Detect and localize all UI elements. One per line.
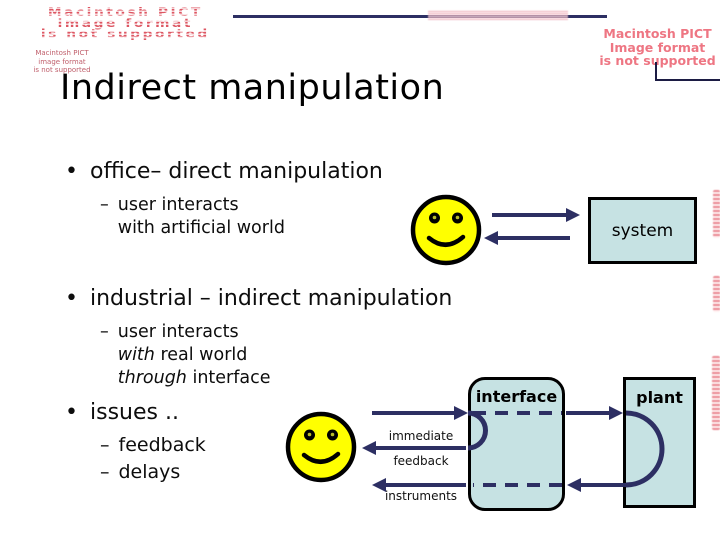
pict-error-artifact-right: Macintosh PICT Image format is not suppo… bbox=[597, 27, 718, 68]
label-immediate: immediate bbox=[388, 429, 454, 443]
sub-line: user interacts bbox=[117, 322, 239, 342]
dash-glyph: – bbox=[100, 322, 109, 342]
sub-line-rest: real world bbox=[154, 345, 248, 365]
arrowhead-left bbox=[567, 478, 581, 492]
sub-line: through interface bbox=[118, 367, 271, 390]
sub-bullet-office: – user interacts with artificial world bbox=[100, 194, 285, 240]
pict-error-line: image format bbox=[38, 57, 86, 66]
pict-error-line: Macintosh PICT bbox=[35, 49, 89, 57]
plant-box: plant bbox=[623, 377, 696, 508]
pict-error-line: Macintosh PICT bbox=[603, 26, 712, 41]
italic-word: through bbox=[117, 368, 187, 388]
label-feedback: feedback bbox=[393, 454, 449, 468]
sub-line-rest: interface bbox=[186, 368, 271, 388]
pict-error-edge-artifact bbox=[712, 356, 720, 430]
user-smiley-icon bbox=[285, 411, 357, 483]
bullet-office: • office– direct manipulation bbox=[64, 159, 383, 184]
sub-line: delays bbox=[118, 461, 181, 483]
sub-bullet-delays: – delays bbox=[100, 461, 180, 484]
sub-line: feedback bbox=[118, 434, 206, 456]
pict-error-smear bbox=[428, 10, 568, 20]
plant-box-label: plant bbox=[636, 388, 683, 407]
label-instruments: instruments bbox=[384, 489, 458, 503]
interface-box: interface bbox=[468, 377, 565, 511]
pict-error-line: is not supported bbox=[40, 27, 210, 41]
bullet-issues-label: issues .. bbox=[90, 400, 179, 425]
arrowhead-left bbox=[362, 441, 376, 455]
bullet-glyph: • bbox=[65, 159, 78, 184]
bullet-industrial-label: industrial – indirect manipulation bbox=[90, 286, 453, 311]
bullet-issues: • issues .. bbox=[64, 400, 179, 425]
dash-glyph: – bbox=[100, 434, 110, 456]
top-divider-line bbox=[233, 15, 607, 18]
dash-glyph: – bbox=[100, 461, 110, 483]
italic-word: with bbox=[117, 345, 155, 365]
arrowhead-right bbox=[609, 406, 623, 420]
sub-line: with artificial world bbox=[117, 218, 285, 238]
sub-bullet-office-lines: user interacts with artificial world bbox=[118, 194, 285, 240]
pict-error-edge-artifact bbox=[713, 276, 720, 312]
bullet-glyph: • bbox=[65, 286, 78, 311]
bullet-glyph: • bbox=[65, 400, 78, 425]
user-smiley-icon bbox=[410, 194, 482, 266]
sub-line: with real world bbox=[118, 344, 271, 367]
dash-glyph: – bbox=[100, 195, 109, 215]
sub-bullet-feedback: – feedback bbox=[100, 434, 206, 457]
pict-error-line: is not supported bbox=[599, 53, 716, 68]
clipped-frame-corner bbox=[655, 62, 720, 81]
pict-error-line: is not supported bbox=[33, 66, 91, 74]
arrowhead-right bbox=[454, 406, 468, 420]
pict-error-line: Macintosh PICT bbox=[47, 6, 203, 20]
pict-error-artifact-small: Macintosh PICT image format is not suppo… bbox=[16, 49, 108, 75]
arrowhead-right bbox=[566, 208, 580, 222]
pict-error-edge-artifact bbox=[713, 190, 720, 238]
sub-line: user interacts bbox=[117, 195, 239, 215]
pict-error-line: Image format bbox=[609, 39, 706, 55]
system-box-label: system bbox=[611, 220, 674, 241]
bullet-office-label: office– direct manipulation bbox=[90, 159, 383, 184]
sub-bullet-industrial: – user interacts with real world through… bbox=[100, 321, 271, 390]
sub-bullet-industrial-lines: user interacts with real world through i… bbox=[118, 321, 271, 390]
arrowhead-left bbox=[484, 231, 498, 245]
interface-box-label: interface bbox=[475, 387, 558, 406]
page-title: Indirect manipulation bbox=[60, 68, 445, 108]
pict-error-artifact-large: Macintosh PICT image format is not suppo… bbox=[6, 6, 245, 41]
bullet-industrial: • industrial – indirect manipulation bbox=[64, 286, 452, 311]
system-box: system bbox=[588, 197, 697, 264]
pict-error-line: image format bbox=[57, 17, 194, 31]
